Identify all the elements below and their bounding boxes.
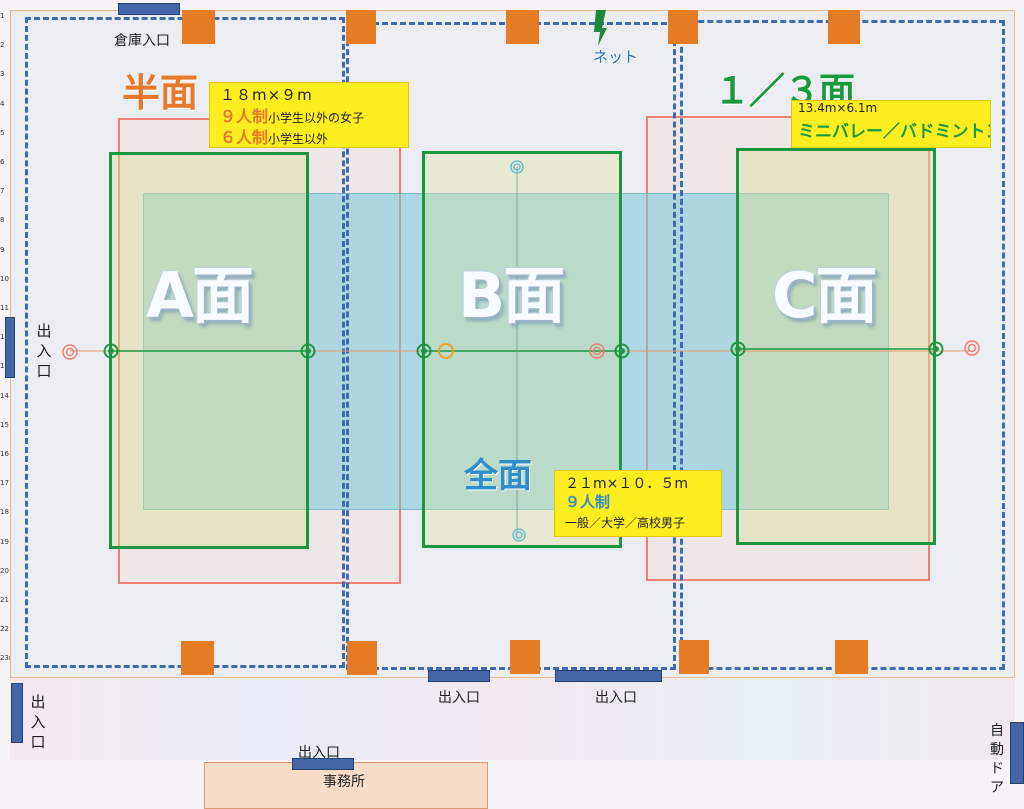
- net-marker-icon: [594, 10, 607, 46]
- pillar-post: [668, 10, 698, 44]
- ruler-tick-label: 16: [0, 450, 9, 458]
- green-post-icon: [103, 343, 119, 359]
- pillar-post: [510, 640, 540, 674]
- office-label: 事務所: [323, 774, 365, 790]
- office-exit-label: 出入口: [298, 745, 340, 761]
- salmon-post-icon: [589, 343, 605, 359]
- teal-post-icon: [512, 528, 526, 542]
- left-exit-label: 出入口: [36, 322, 52, 380]
- bottom-door[interactable]: [555, 670, 662, 682]
- ruler-tick-label: 4: [0, 99, 5, 108]
- full-court-size: ２１m×１０．５m: [565, 476, 689, 492]
- green-post-icon: [730, 341, 746, 357]
- green-post-icon: [614, 343, 630, 359]
- half-rule-1-text: 小学生以外の女子: [268, 111, 365, 125]
- full-court-target: 一般／大学／高校男子: [565, 516, 686, 530]
- third-court-size: 13.4m×6.1m: [798, 101, 878, 115]
- storage-door[interactable]: [118, 3, 180, 15]
- ruler-tick-label: 11: [0, 304, 9, 312]
- pillar-post: [835, 640, 868, 674]
- half-rule-2-bold: ６人制: [220, 128, 269, 147]
- bottom-exit-label-1: 出入口: [438, 690, 480, 706]
- ruler-tick-label: 19: [0, 537, 9, 546]
- auto-door[interactable]: [1010, 722, 1024, 784]
- corridor: [10, 678, 1015, 760]
- ruler-tick-label: 10: [0, 274, 9, 283]
- office-door[interactable]: [292, 758, 354, 770]
- pillar-post: [679, 640, 709, 674]
- bottom-exit-label-2: 出入口: [595, 690, 637, 706]
- half-court-info-box: １８m×９m ９人制小学生以外の女子 ６人制小学生以外: [209, 82, 409, 148]
- ruler-tick-label: 21: [0, 596, 9, 604]
- side-ruler: 1234567891011121314151617181920212223m: [0, 0, 16, 680]
- ruler-tick-label: 9: [0, 245, 5, 254]
- ruler-tick-label: 17: [0, 479, 9, 488]
- salmon-post-icon: [62, 344, 78, 360]
- ruler-tick-label: 22: [0, 625, 9, 634]
- pillar-post: [182, 10, 215, 44]
- court-c-label: C面: [772, 259, 878, 332]
- half-court-size: １８m×９m: [220, 86, 313, 104]
- ruler-tick-label: 5: [0, 128, 5, 137]
- teal-post-icon: [510, 160, 524, 174]
- ruler-tick-label: 1: [0, 12, 5, 20]
- ruler-tick-label: 18: [0, 508, 9, 517]
- court-a-label: A面: [146, 259, 254, 332]
- pillar-post: [181, 641, 214, 675]
- ruler-tick-label: 2: [0, 41, 5, 50]
- half-rule-1-bold: ９人制: [220, 107, 269, 126]
- court-b-label: B面: [458, 259, 565, 332]
- ruler-tick-label: 13: [0, 362, 9, 370]
- full-court-rule: ９人制: [565, 493, 611, 511]
- third-court-usage: ミニバレー／バドミントン: [798, 122, 991, 142]
- corridor-exit-label: 出入口: [30, 693, 46, 751]
- orange-post-icon: [438, 343, 454, 359]
- pillar-post: [506, 10, 539, 44]
- half-rule-2-text: 小学生以外: [268, 132, 329, 146]
- green-post-icon: [416, 343, 432, 359]
- pillar-post: [347, 641, 377, 675]
- corridor-left-door[interactable]: [11, 683, 23, 743]
- half-court-title: 半面: [122, 71, 199, 115]
- full-court-info-box: ２１m×１０．５m ９人制 一般／大学／高校男子: [554, 470, 722, 537]
- pillar-post: [346, 10, 376, 44]
- ruler-tick-label: 12: [0, 333, 9, 341]
- ruler-tick-label: 20: [0, 566, 9, 575]
- ruler-tick-label: 3: [0, 70, 5, 79]
- third-court-info-box: 13.4m×6.1m ミニバレー／バドミントン: [791, 100, 991, 148]
- half-court-rule-1: ９人制小学生以外の女子: [220, 103, 364, 127]
- half-court-rule-2: ６人制小学生以外: [220, 124, 328, 148]
- full-court-title: 全面: [464, 456, 532, 496]
- storage-entrance-label: 倉庫入口: [114, 33, 170, 49]
- ruler-tick-label: 7: [0, 187, 5, 196]
- auto-door-label: 自動ドア: [990, 723, 1004, 796]
- net-label: ネット: [593, 48, 639, 66]
- ruler-tick-label: 8: [0, 216, 5, 225]
- left-wall-door[interactable]: [5, 317, 15, 378]
- green-post-icon: [300, 343, 316, 359]
- pillar-post: [828, 10, 860, 44]
- bottom-door[interactable]: [428, 670, 490, 682]
- ruler-tick-label: 14: [0, 391, 9, 400]
- ruler-tick-label: 23m: [0, 654, 16, 663]
- ruler-tick-label: 15: [0, 420, 9, 429]
- salmon-post-icon: [964, 340, 980, 356]
- ruler-tick-label: 6: [0, 158, 5, 166]
- green-post-icon: [928, 341, 944, 357]
